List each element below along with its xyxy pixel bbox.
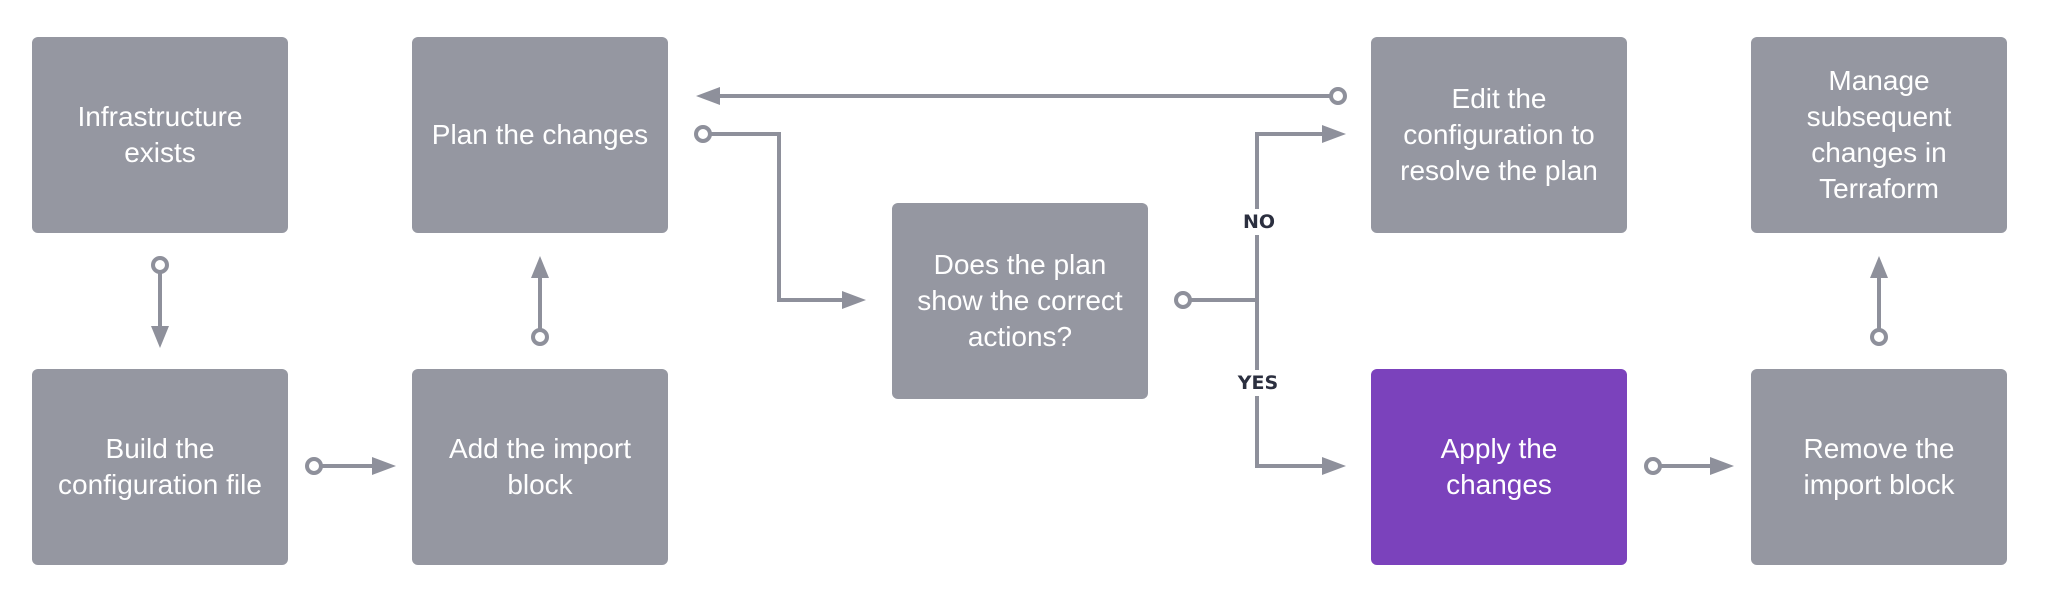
step-edit-configuration: Edit the configuration to resolve the pl… [1371, 37, 1627, 233]
decision-plan-correct: Does the plan show the correct actions? [892, 203, 1148, 399]
connector-origin-dot [1174, 291, 1192, 309]
connector-origin-dot [531, 328, 549, 346]
connector-origin-dot [1870, 328, 1888, 346]
arrowhead-right-icon [842, 291, 866, 309]
step-add-import-block: Add the import block [412, 369, 668, 565]
connector-origin-dot [151, 256, 169, 274]
step-infrastructure-exists: Infrastructure exists [32, 37, 288, 233]
arrowhead-up-icon [531, 256, 549, 278]
step-label: Plan the changes [431, 119, 649, 150]
step-label: Remove the import block [1803, 433, 1955, 500]
step-build-configuration-file: Build the configuration file [32, 369, 288, 565]
connector-origin-dot [1644, 457, 1662, 475]
step-apply-changes: Apply the changes [1371, 369, 1627, 565]
arrowhead-left-icon [696, 87, 720, 105]
step-label: Add the import block [448, 433, 632, 500]
step-remove-import-block: Remove the import block [1751, 369, 2007, 565]
arrowhead-right-icon [1710, 457, 1734, 475]
connector-yes-branch [1255, 300, 1330, 468]
arrowhead-right-icon [1322, 125, 1346, 143]
step-plan-the-changes: Plan the changes [412, 37, 668, 233]
connector-origin-dot [1329, 87, 1347, 105]
connector-origin-dot [305, 457, 323, 475]
branch-label-no: NO [1238, 209, 1280, 235]
step-manage-subsequent-changes: Manage subsequent changes in Terraform [1751, 37, 2007, 233]
step-label: Build the configuration file [58, 433, 262, 500]
arrowhead-right-icon [1322, 457, 1346, 475]
connector-plan-to-decision [711, 132, 850, 302]
connector-no-branch [1255, 132, 1330, 300]
step-label: Apply the changes [1440, 433, 1558, 500]
connector-origin-dot [694, 125, 712, 143]
branch-label-yes: YES [1234, 370, 1282, 396]
arrowhead-up-icon [1870, 256, 1888, 278]
step-label: Edit the configuration to resolve the pl… [1400, 83, 1598, 186]
arrowhead-down-icon [151, 326, 169, 348]
decision-label: Does the plan show the correct actions? [917, 249, 1123, 352]
step-label: Infrastructure exists [77, 101, 243, 168]
arrowhead-right-icon [372, 457, 396, 475]
step-label: Manage subsequent changes in Terraform [1806, 65, 1952, 204]
